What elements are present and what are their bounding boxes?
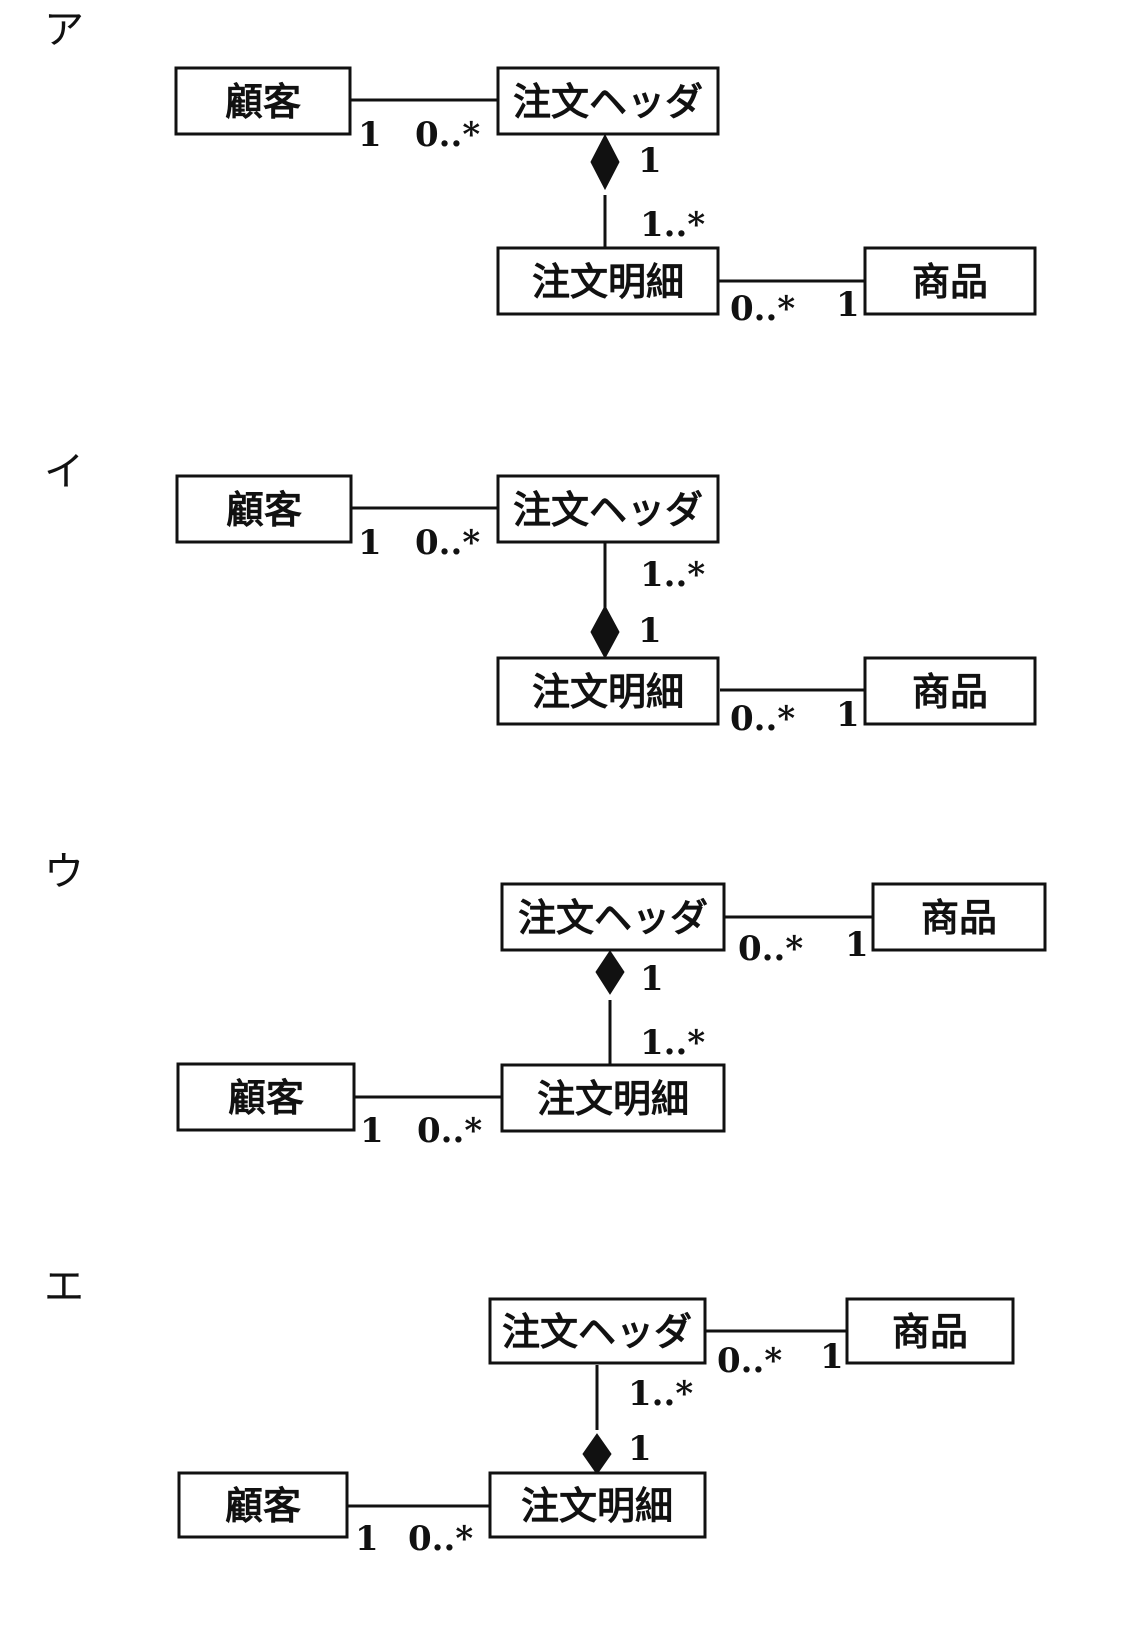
class-name: 注文明細 [521,1484,673,1528]
composition-diamond-icon [590,604,620,660]
option-label: エ [44,1264,84,1310]
class-name: 注文ヘッダ [513,80,703,124]
class-name: 商品 [921,896,997,940]
class-name: 商品 [892,1310,968,1354]
uml-class-diagram: 注文ヘッダ 商品 顧客 注文明細 0..* 1 1 1..* 1 0..* [176,882,1047,1151]
multiplicity-label: 1..* [640,555,705,595]
class-order-header: 注文ヘッダ [500,882,726,952]
multiplicity-label: 1 [638,141,662,181]
class-product: 商品 [845,1297,1015,1365]
multiplicity-label: 1 [628,1429,652,1469]
option-label: ア [44,7,84,53]
class-name: 商品 [912,260,988,304]
multiplicity-label: 1..* [640,1023,705,1063]
class-name: 顧客 [228,1076,304,1120]
option-u: ウ 注文ヘッダ 商品 顧客 注文明細 0..* 1 1 1..* 1 0..* [0,820,1146,1220]
multiplicity-label: 1 [836,285,860,325]
class-name: 顧客 [226,488,302,532]
class-name: 注文明細 [532,260,684,304]
multiplicity-label: 0..* [408,1519,473,1559]
composition-diamond-icon [582,1433,612,1475]
class-name: 注文明細 [537,1077,689,1121]
multiplicity-label: 1 [836,695,860,735]
multiplicity-label: 1 [358,523,382,563]
multiplicity-label: 0..* [738,929,803,969]
multiplicity-label: 1 [358,115,382,155]
uml-class-diagram: 顧客 注文ヘッダ 注文明細 商品 1 0..* 1..* 1 0..* 1 [175,474,1037,739]
class-customer: 顧客 [176,1062,356,1132]
class-name: 注文ヘッダ [502,1310,692,1354]
multiplicity-label: 0..* [417,1111,482,1151]
multiplicity-label: 1 [845,925,869,965]
uml-class-diagram: 注文ヘッダ 商品 顧客 注文明細 0..* 1 1..* 1 1 0..* [177,1297,1015,1559]
multiplicity-label: 0..* [415,115,480,155]
class-name: 注文ヘッダ [518,896,708,940]
class-name: 顧客 [225,1484,301,1528]
class-product: 商品 [863,656,1037,726]
class-order-header: 注文ヘッダ [488,1297,707,1365]
multiplicity-label: 0..* [730,699,795,739]
class-name: 商品 [912,670,988,714]
class-customer: 顧客 [177,1471,349,1539]
class-order-header: 注文ヘッダ [496,66,720,136]
class-customer: 顧客 [174,66,352,136]
class-name: 注文ヘッダ [513,488,703,532]
class-order-detail: 注文明細 [496,656,720,726]
multiplicity-label: 1 [360,1111,384,1151]
multiplicity-label: 1 [355,1519,379,1559]
multiplicity-label: 1..* [628,1374,693,1414]
class-name: 注文明細 [532,670,684,714]
multiplicity-label: 1 [640,959,664,999]
composition-diamond-icon [590,133,620,191]
option-label: ウ [44,849,84,895]
class-product: 商品 [863,246,1037,316]
class-order-detail: 注文明細 [496,246,720,316]
option-e: エ 注文ヘッダ 商品 顧客 注文明細 0..* 1 1..* 1 1 0..* [0,1230,1146,1630]
multiplicity-label: 1 [820,1337,844,1377]
multiplicity-label: 0..* [415,523,480,563]
class-order-detail: 注文明細 [500,1063,726,1133]
composition-diamond-icon [595,950,625,995]
option-a: ア 顧客 注文ヘッダ 注文明細 商品 1 0..* 1 1..* 0..* 1 [0,0,1146,400]
multiplicity-label: 0..* [730,289,795,329]
class-customer: 顧客 [175,474,353,544]
multiplicity-label: 0..* [717,1341,782,1381]
class-order-detail: 注文明細 [488,1471,707,1539]
class-name: 顧客 [225,80,301,124]
multiplicity-label: 1 [638,611,662,651]
uml-class-diagram: 顧客 注文ヘッダ 注文明細 商品 1 0..* 1 1..* 0..* 1 [174,66,1037,329]
class-order-header: 注文ヘッダ [496,474,720,544]
option-label: イ [44,449,84,495]
class-product: 商品 [871,882,1047,952]
option-i: イ 顧客 注文ヘッダ 注文明細 商品 1 0..* 1..* 1 0..* 1 [0,410,1146,810]
multiplicity-label: 1..* [640,205,705,245]
